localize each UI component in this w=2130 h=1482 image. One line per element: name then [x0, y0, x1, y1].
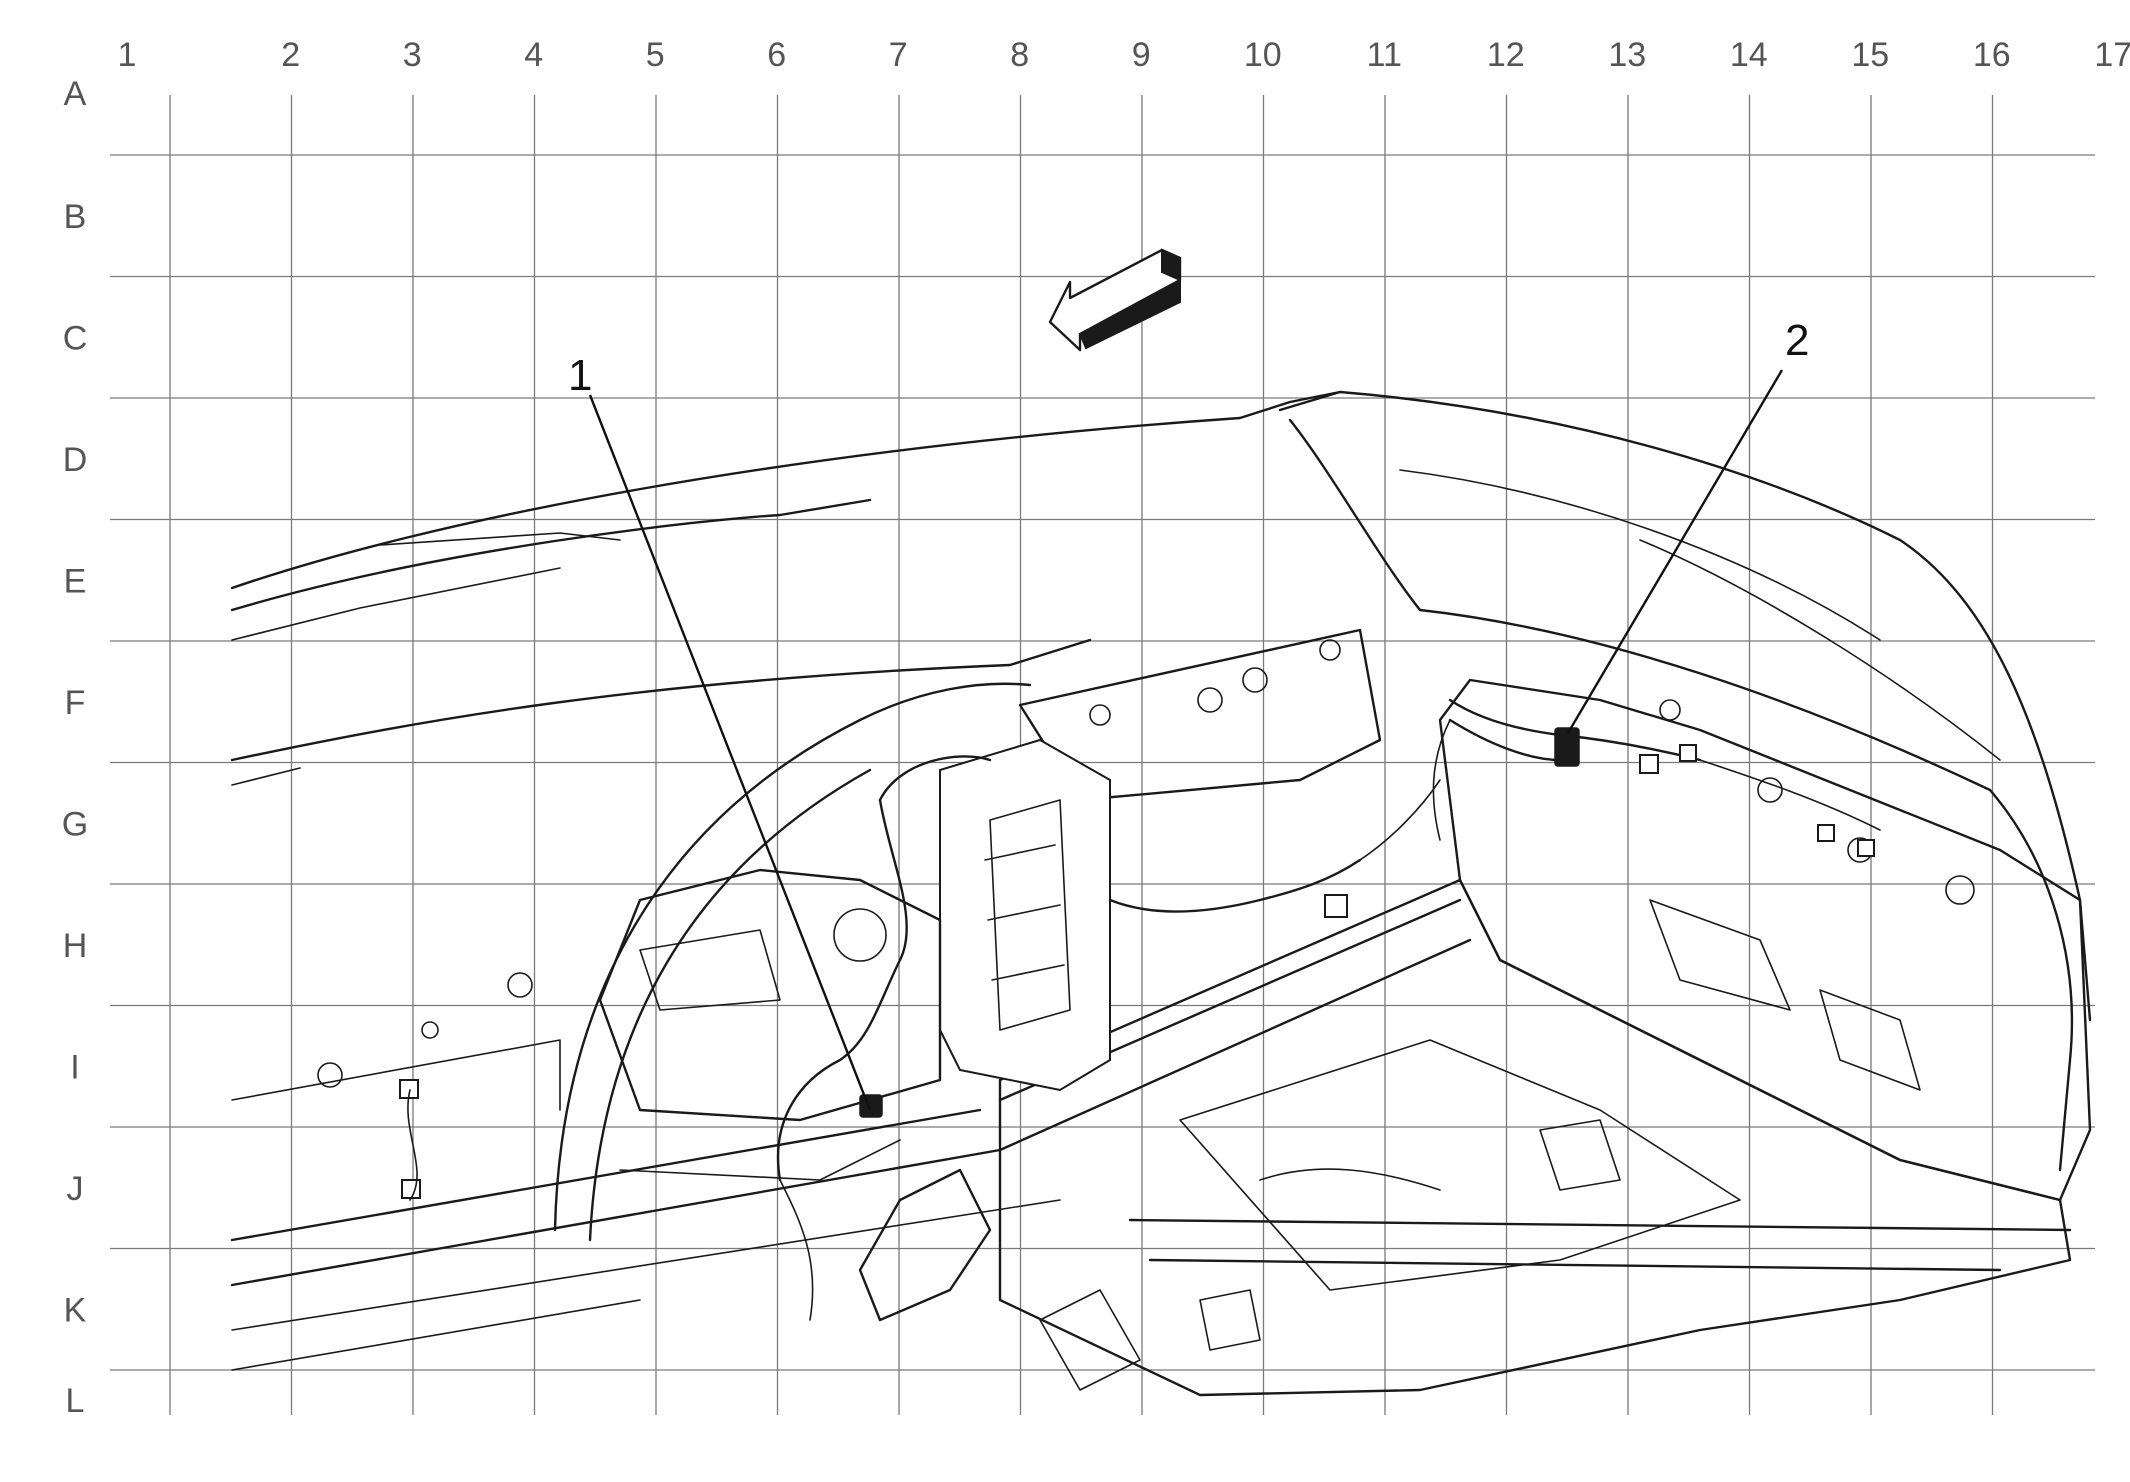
- grid-column-label: 13: [1608, 36, 1646, 74]
- grid-column-label: 11: [1367, 36, 1402, 74]
- grid-column-label: 4: [524, 36, 543, 74]
- grid-row-label: G: [62, 805, 88, 843]
- grid-row-label: B: [64, 198, 87, 236]
- callout-2-leader: [1566, 369, 1784, 734]
- grid-row-label: K: [64, 1291, 87, 1329]
- front-direction-arrow-icon: [1048, 248, 1182, 352]
- grid-row-label: D: [63, 441, 88, 479]
- grid-column-label: 15: [1851, 36, 1889, 74]
- grid-row-label: C: [63, 319, 88, 357]
- callout-1-leader: [588, 394, 872, 1111]
- grid-column-label: 8: [1010, 36, 1029, 74]
- callout-1-label: 1: [568, 351, 592, 400]
- grid-column-label: 1: [118, 36, 137, 74]
- grid-row-label: F: [65, 684, 86, 722]
- grid-column-label: 3: [403, 36, 422, 74]
- grid-row-label: A: [64, 75, 87, 113]
- grid-column-label: 10: [1244, 36, 1282, 74]
- callout-2-label: 2: [1785, 316, 1809, 365]
- grid-row-label: J: [67, 1170, 84, 1208]
- grid-row-labels: A B C D E F G H I J K L: [62, 75, 88, 1420]
- grid-column-label: 12: [1487, 36, 1525, 74]
- grid-column-label: 5: [646, 36, 665, 74]
- grid-lines: [110, 95, 2095, 1415]
- grid-column-label: 2: [281, 36, 300, 74]
- grid-column-label: 7: [889, 36, 908, 74]
- grid-column-label: 9: [1132, 36, 1151, 74]
- grid-row-label: E: [64, 562, 87, 600]
- grid-column-label: 14: [1730, 36, 1768, 74]
- callout-2: 2: [1566, 316, 1809, 734]
- grid-column-label: 16: [1973, 36, 2011, 74]
- grid-column-label: 17: [2094, 36, 2130, 74]
- grid-row-label: I: [70, 1048, 79, 1086]
- grid-row-label: H: [63, 927, 88, 965]
- vehicle-body-illustration: [230, 390, 2092, 1397]
- grid-column-label: 6: [767, 36, 786, 74]
- callout-1: 1: [568, 351, 872, 1111]
- grid-row-label: L: [66, 1382, 85, 1420]
